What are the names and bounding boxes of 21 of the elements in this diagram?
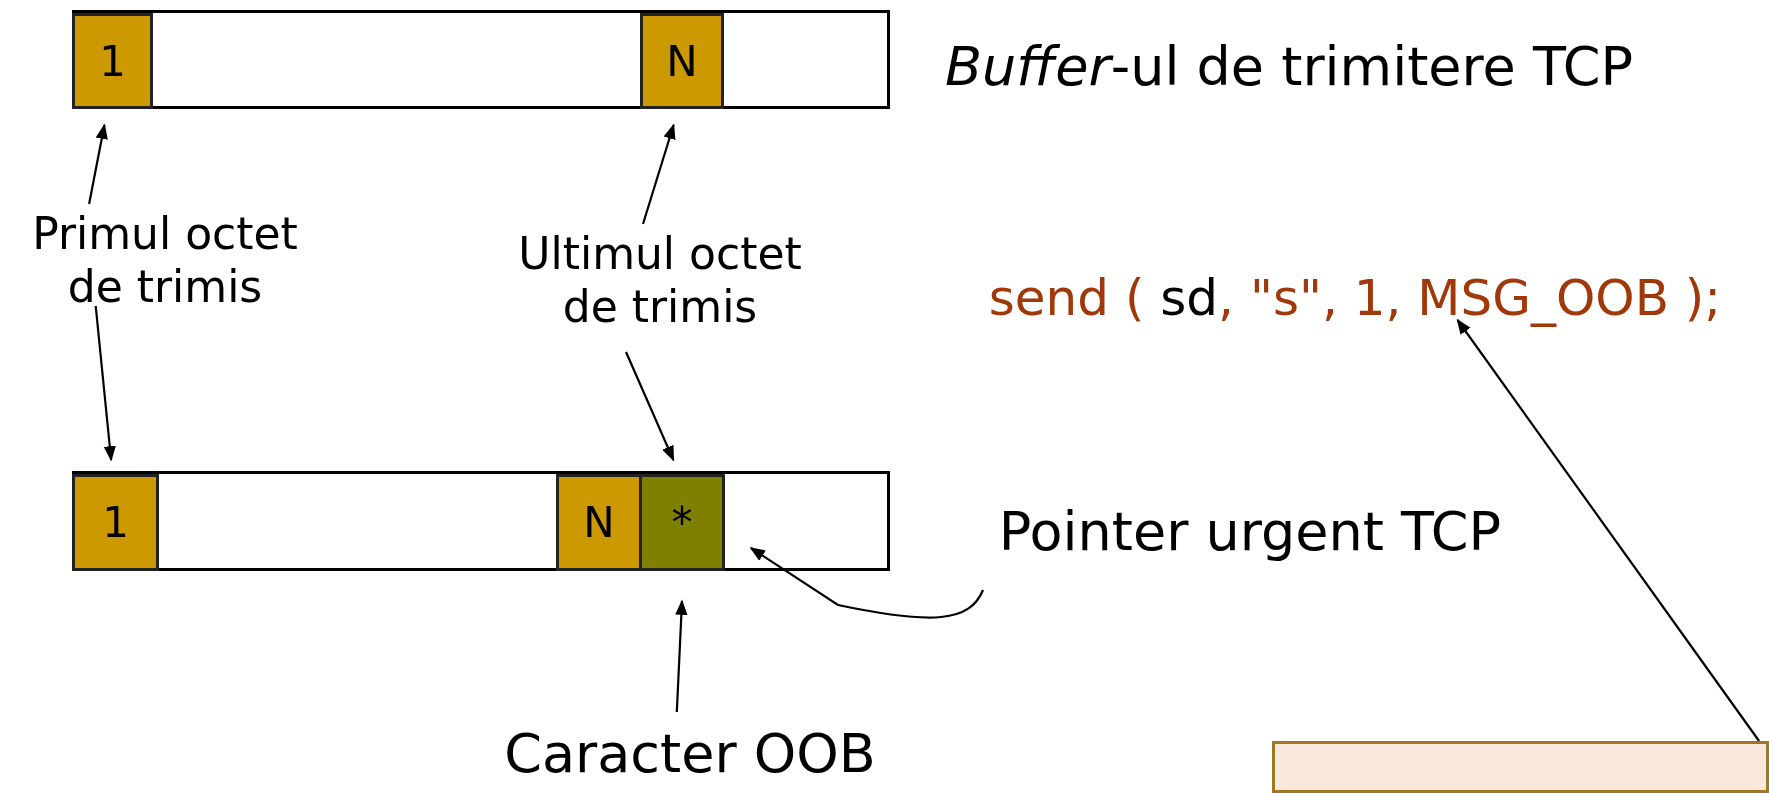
arrow — [94, 305, 116, 462]
arrow — [1456, 318, 1760, 742]
code-line: send ( sd, "s", 1, MSG_OOB ); — [945, 268, 1765, 340]
byte-cell: N — [556, 474, 642, 571]
arrow — [675, 599, 688, 713]
arrow — [641, 123, 676, 225]
byte-cell: N — [640, 13, 724, 109]
callout-text: Caracter OOB — [470, 722, 910, 792]
byte-cell: 1 — [72, 13, 153, 109]
buffer-bar — [72, 10, 890, 109]
note-box — [1272, 741, 1769, 793]
caption-text: Buffer-ul de trimitere TCP — [945, 35, 1634, 100]
callout-text: Pointer urgent TCP — [950, 500, 1550, 580]
buffer-bar — [72, 471, 890, 571]
byte-cell: 1 — [72, 474, 159, 571]
oob-byte-cell: * — [639, 474, 725, 571]
arrow — [88, 123, 108, 205]
arrow — [749, 547, 984, 619]
callout-text: Primul octet de trimis — [0, 208, 330, 314]
arrow — [625, 351, 675, 462]
callout-text: Ultimul octet de trimis — [490, 228, 830, 334]
